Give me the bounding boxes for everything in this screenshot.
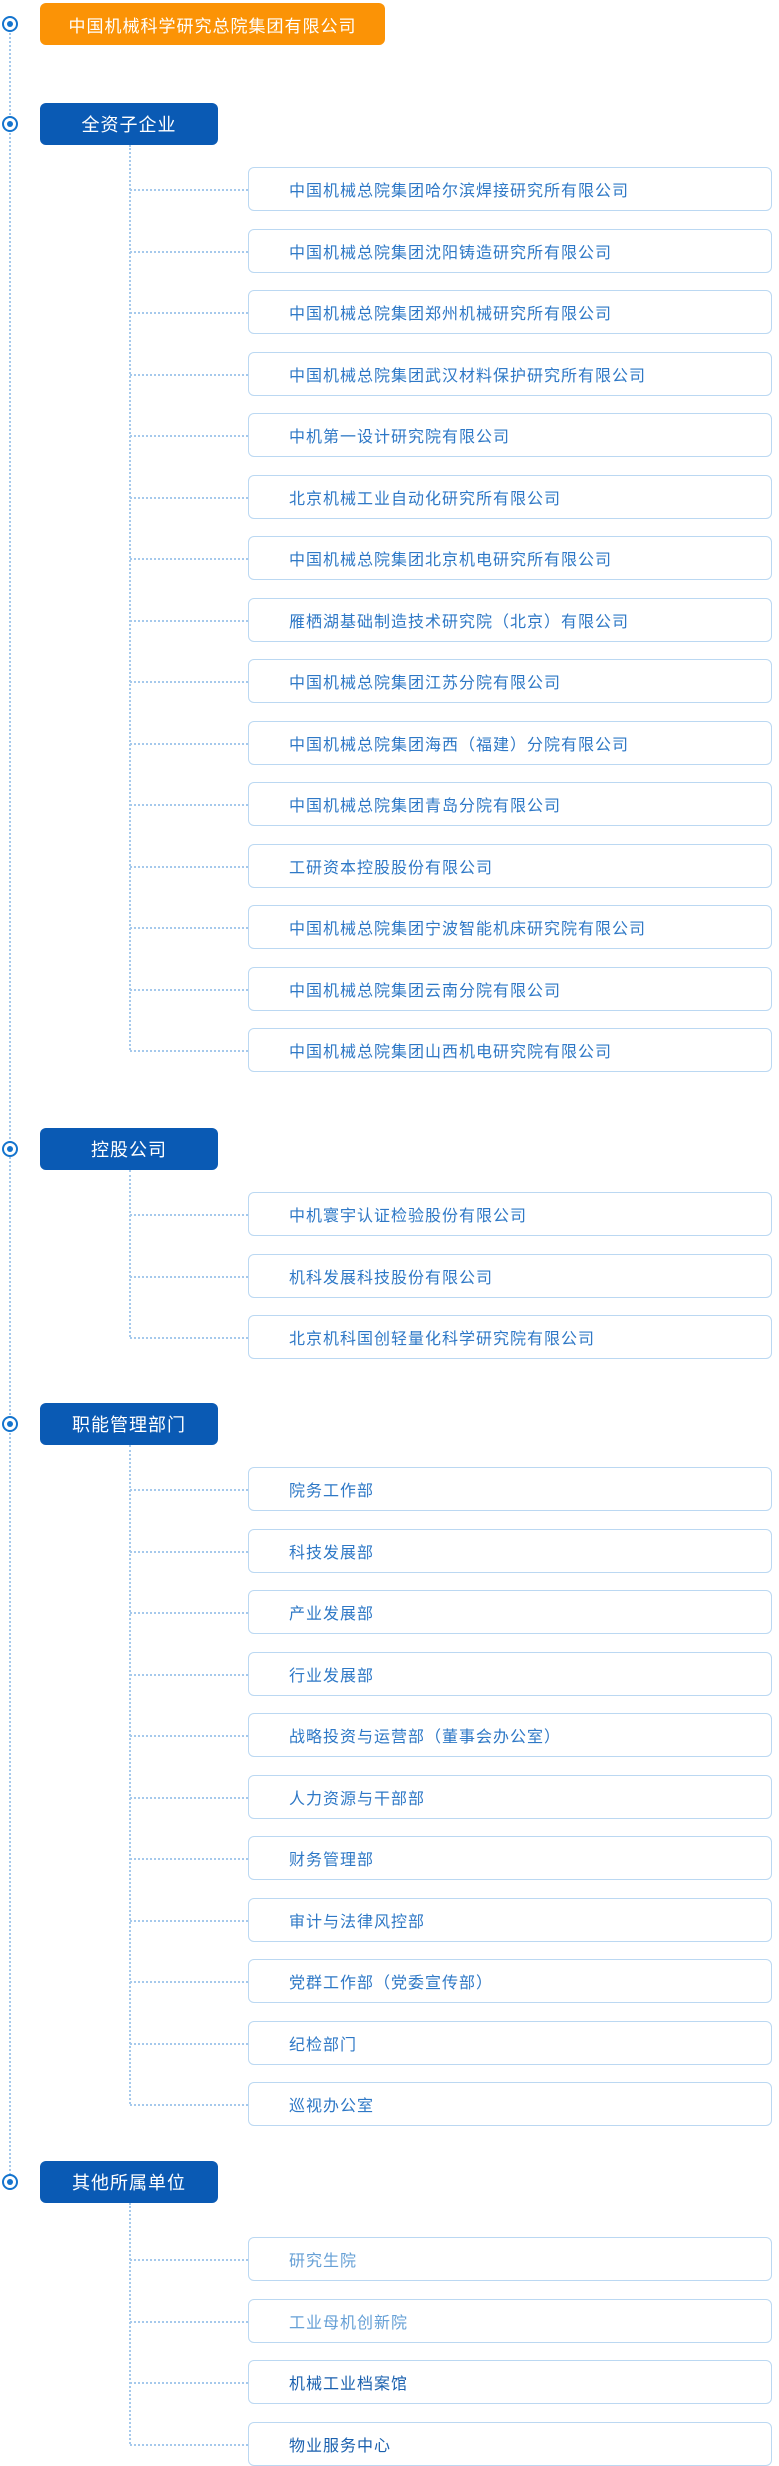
org-item-label: 机科发展科技股份有限公司 bbox=[289, 1269, 494, 1287]
org-item-node[interactable]: 物业服务中心 bbox=[130, 2421, 772, 2466]
org-item-label: 工业母机创新院 bbox=[289, 2314, 409, 2332]
radio-dot-inner bbox=[7, 1421, 13, 1427]
section-node-holding-companies[interactable]: 控股公司 bbox=[40, 1128, 218, 1170]
org-item-node[interactable]: 中机寰宇认证检验股份有限公司 bbox=[130, 1192, 772, 1236]
root-org-node[interactable]: 中国机械科学研究总院集团有限公司 bbox=[40, 3, 385, 45]
org-item-node[interactable]: 北京机械工业自动化研究所有限公司 bbox=[130, 474, 772, 519]
org-item-label: 雁栖湖基础制造技术研究院（北京）有限公司 bbox=[289, 613, 630, 631]
org-item-label: 中机寰宇认证检验股份有限公司 bbox=[289, 1208, 528, 1225]
org-item-node[interactable]: 中国机械总院集团海西（福建）分院有限公司 bbox=[130, 720, 772, 765]
section-header-row: 控股公司 bbox=[0, 1128, 779, 1170]
radio-dot-icon[interactable] bbox=[2, 1416, 18, 1432]
org-item-node[interactable]: 产业发展部 bbox=[130, 1590, 772, 1634]
org-item-node[interactable]: 中国机械总院集团武汉材料保护研究所有限公司 bbox=[130, 351, 772, 396]
org-item-label: 院务工作部 bbox=[289, 1483, 375, 1500]
radio-dot-inner bbox=[7, 1146, 13, 1152]
section-header-row: 职能管理部门 bbox=[0, 1403, 779, 1445]
org-item-label: 中国机械总院集团宁波智能机床研究院有限公司 bbox=[289, 921, 647, 938]
org-item-node[interactable]: 科技发展部 bbox=[130, 1528, 772, 1573]
radio-dot-icon[interactable] bbox=[2, 16, 18, 32]
org-item-label: 巡视办公室 bbox=[289, 2098, 375, 2115]
tree-rail-line bbox=[9, 22, 11, 2182]
org-item-label: 中国机械总院集团哈尔滨焊接研究所有限公司 bbox=[289, 183, 630, 200]
org-item-label: 工研资本控股股份有限公司 bbox=[289, 859, 494, 877]
section-node-wholly-owned-subsidiaries[interactable]: 全资子企业 bbox=[40, 103, 218, 145]
sections-container: 全资子企业 中国机械总院集团哈尔滨焊接研究所有限公司 中国机械总院集团沈阳铸造研… bbox=[0, 103, 779, 2466]
org-item-node[interactable]: 巡视办公室 bbox=[130, 2082, 772, 2126]
org-item-node[interactable]: 中国机械总院集团宁波智能机床研究院有限公司 bbox=[130, 905, 772, 949]
org-item-node[interactable]: 中国机械总院集团沈阳铸造研究所有限公司 bbox=[130, 228, 772, 273]
org-section: 控股公司 中机寰宇认证检验股份有限公司 机科发展科技股份有限公司 北京机科国创轻… bbox=[0, 1128, 779, 1359]
org-item-node[interactable]: 机科发展科技股份有限公司 bbox=[130, 1253, 772, 1298]
org-item-label: 中国机械总院集团武汉材料保护研究所有限公司 bbox=[289, 367, 647, 385]
org-item-label: 战略投资与运营部（董事会办公室） bbox=[289, 1729, 562, 1746]
org-item-label: 财务管理部 bbox=[289, 1852, 375, 1869]
org-item-node[interactable]: 工研资本控股股份有限公司 bbox=[130, 843, 772, 888]
org-item-node[interactable]: 中国机械总院集团青岛分院有限公司 bbox=[130, 782, 772, 826]
org-item-label: 中机第一设计研究院有限公司 bbox=[289, 429, 511, 446]
org-item-label: 党群工作部（党委宣传部） bbox=[289, 1975, 494, 1992]
org-item-label: 人力资源与干部部 bbox=[289, 1790, 426, 1808]
radio-dot-icon[interactable] bbox=[2, 116, 18, 132]
org-item-label: 北京机械工业自动化研究所有限公司 bbox=[289, 490, 562, 508]
org-item-node[interactable]: 工业母机创新院 bbox=[130, 2298, 772, 2343]
org-item-label: 产业发展部 bbox=[289, 1606, 375, 1623]
org-item-label: 中国机械总院集团云南分院有限公司 bbox=[289, 982, 562, 1000]
org-item-label: 机械工业档案馆 bbox=[289, 2376, 409, 2393]
org-item-label: 中国机械总院集团山西机电研究院有限公司 bbox=[289, 1044, 613, 1061]
root-node-row: 中国机械科学研究总院集团有限公司 bbox=[0, 3, 779, 45]
org-item-label: 中国机械总院集团海西（福建）分院有限公司 bbox=[289, 736, 630, 754]
org-item-node[interactable]: 中机第一设计研究院有限公司 bbox=[130, 413, 772, 457]
org-section: 其他所属单位 研究生院 工业母机创新院 机械工业档案馆 物业服务中心 bbox=[0, 2161, 779, 2466]
org-item-label: 审计与法律风控部 bbox=[289, 1913, 426, 1931]
org-item-label: 科技发展部 bbox=[289, 1544, 375, 1562]
org-item-node[interactable]: 纪检部门 bbox=[130, 2020, 772, 2065]
org-item-label: 行业发展部 bbox=[289, 1667, 375, 1685]
org-item-node[interactable]: 人力资源与干部部 bbox=[130, 1774, 772, 1819]
org-item-node[interactable]: 机械工业档案馆 bbox=[130, 2360, 772, 2404]
org-item-node[interactable]: 中国机械总院集团江苏分院有限公司 bbox=[130, 659, 772, 703]
org-item-node[interactable]: 中国机械总院集团北京机电研究所有限公司 bbox=[130, 536, 772, 580]
org-item-label: 纪检部门 bbox=[289, 2036, 358, 2054]
org-item-node[interactable]: 中国机械总院集团郑州机械研究所有限公司 bbox=[130, 290, 772, 334]
org-item-node[interactable]: 财务管理部 bbox=[130, 1836, 772, 1880]
org-item-label: 中国机械总院集团北京机电研究所有限公司 bbox=[289, 552, 613, 569]
org-item-label: 中国机械总院集团郑州机械研究所有限公司 bbox=[289, 306, 613, 323]
section-items: 中国机械总院集团哈尔滨焊接研究所有限公司 中国机械总院集团沈阳铸造研究所有限公司… bbox=[129, 145, 772, 1072]
radio-dot-inner bbox=[7, 121, 13, 127]
radio-dot-icon[interactable] bbox=[2, 2174, 18, 2190]
section-items: 院务工作部 科技发展部 产业发展部 行业发展部 战略投资与运营部（董事会办公室）… bbox=[129, 1445, 772, 2126]
section-header-row: 其他所属单位 bbox=[0, 2161, 779, 2203]
section-items: 中机寰宇认证检验股份有限公司 机科发展科技股份有限公司 北京机科国创轻量化科学研… bbox=[129, 1170, 772, 1359]
org-item-label: 北京机科国创轻量化科学研究院有限公司 bbox=[289, 1331, 596, 1348]
org-section: 职能管理部门 院务工作部 科技发展部 产业发展部 行业发展部 战略投资与运营部（… bbox=[0, 1403, 779, 2126]
section-node-other-affiliated-units[interactable]: 其他所属单位 bbox=[40, 2161, 218, 2203]
org-item-label: 物业服务中心 bbox=[289, 2437, 392, 2455]
org-item-node[interactable]: 院务工作部 bbox=[130, 1467, 772, 1511]
org-item-node[interactable]: 中国机械总院集团山西机电研究院有限公司 bbox=[130, 1028, 772, 1072]
org-item-node[interactable]: 北京机科国创轻量化科学研究院有限公司 bbox=[130, 1315, 772, 1359]
section-items: 研究生院 工业母机创新院 机械工业档案馆 物业服务中心 bbox=[129, 2203, 772, 2466]
org-item-node[interactable]: 雁栖湖基础制造技术研究院（北京）有限公司 bbox=[130, 597, 772, 642]
radio-dot-inner bbox=[7, 2179, 13, 2185]
radio-dot-icon[interactable] bbox=[2, 1141, 18, 1157]
org-item-node[interactable]: 中国机械总院集团云南分院有限公司 bbox=[130, 966, 772, 1011]
org-item-node[interactable]: 行业发展部 bbox=[130, 1651, 772, 1696]
section-node-functional-departments[interactable]: 职能管理部门 bbox=[40, 1403, 218, 1445]
org-item-label: 中国机械总院集团青岛分院有限公司 bbox=[289, 798, 562, 815]
section-header-row: 全资子企业 bbox=[0, 103, 779, 145]
org-item-label: 研究生院 bbox=[289, 2253, 358, 2270]
org-item-label: 中国机械总院集团沈阳铸造研究所有限公司 bbox=[289, 244, 613, 262]
org-item-label: 中国机械总院集团江苏分院有限公司 bbox=[289, 675, 562, 692]
org-item-node[interactable]: 战略投资与运营部（董事会办公室） bbox=[130, 1713, 772, 1757]
org-item-node[interactable]: 党群工作部（党委宣传部） bbox=[130, 1959, 772, 2003]
org-item-node[interactable]: 审计与法律风控部 bbox=[130, 1897, 772, 1942]
radio-dot-inner bbox=[7, 21, 13, 27]
org-item-node[interactable]: 中国机械总院集团哈尔滨焊接研究所有限公司 bbox=[130, 167, 772, 211]
org-section: 全资子企业 中国机械总院集团哈尔滨焊接研究所有限公司 中国机械总院集团沈阳铸造研… bbox=[0, 103, 779, 1072]
org-item-node[interactable]: 研究生院 bbox=[130, 2237, 772, 2281]
